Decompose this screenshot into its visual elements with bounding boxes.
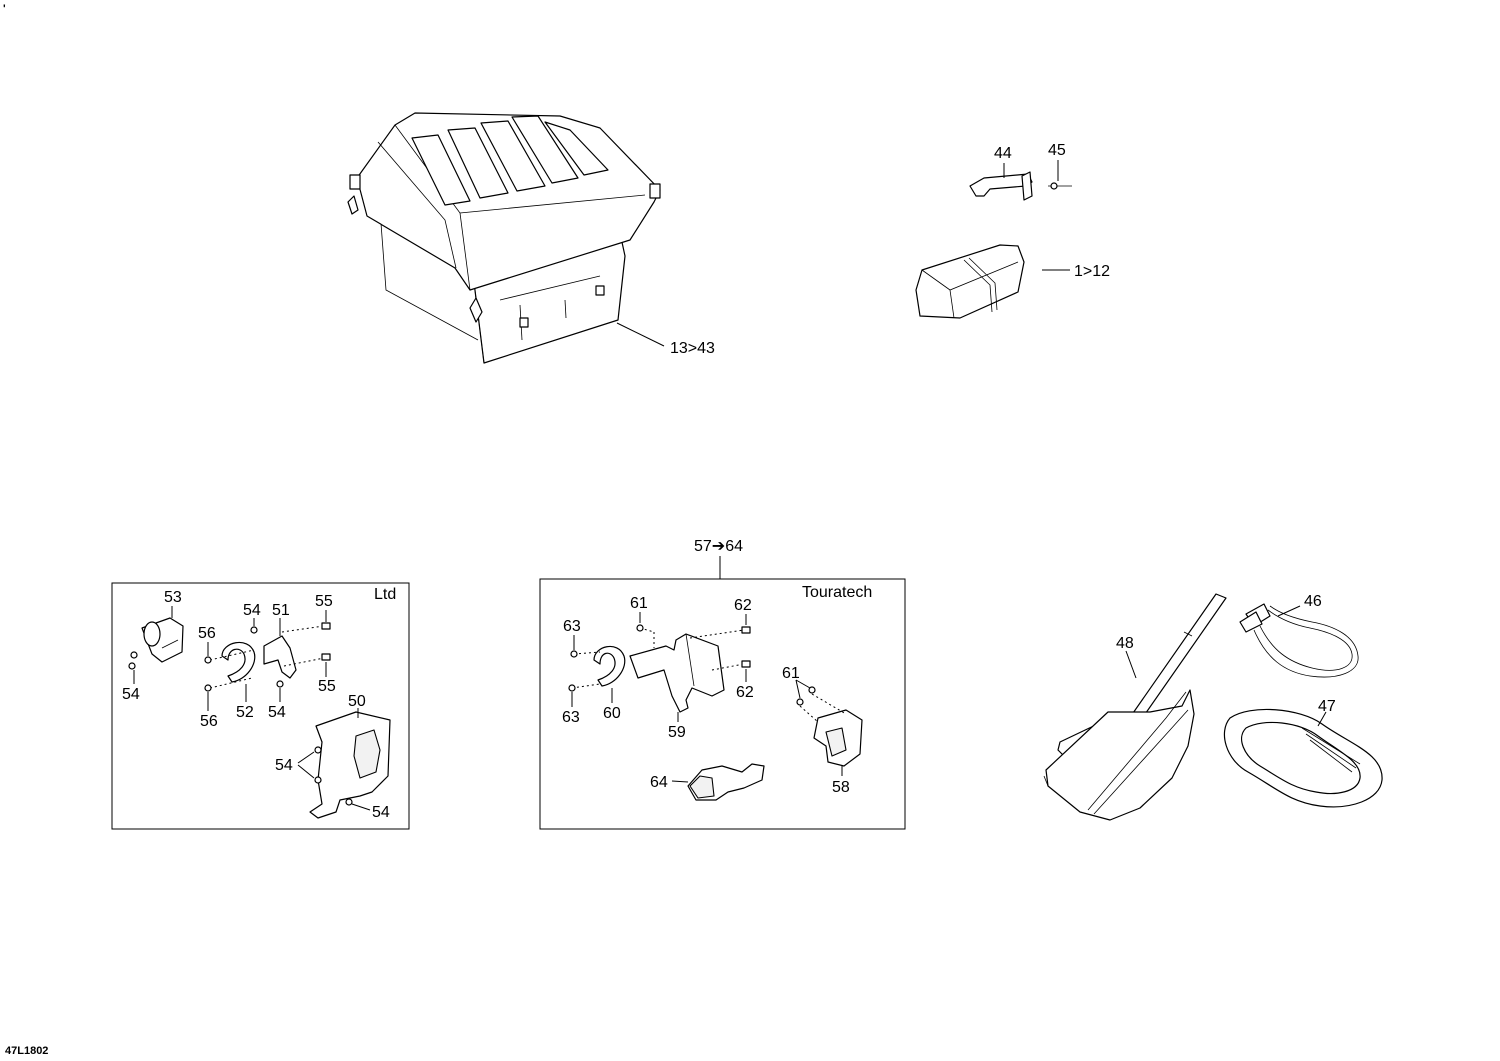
- nut-icon: [276, 680, 284, 688]
- guide-line: [209, 677, 253, 689]
- callout-52: 52: [236, 704, 254, 721]
- callout-51: 51: [272, 602, 290, 619]
- shovel-48-illustration: [1043, 593, 1227, 821]
- bag-frame-47-illustration: [1223, 708, 1383, 808]
- leader-64: [671, 780, 689, 783]
- callout-60: 60: [603, 705, 621, 722]
- guide-line: [799, 705, 819, 723]
- nut-icon: [314, 746, 322, 754]
- guide-line: [811, 693, 847, 715]
- nut-icon: [204, 656, 212, 664]
- callout-54-mid: 54: [268, 704, 286, 721]
- callout-1-12: 1>12: [1074, 263, 1110, 280]
- callout-44: 44: [994, 145, 1012, 162]
- figure-code: 47L1802: [5, 1045, 48, 1057]
- screw-icon: [321, 622, 331, 630]
- guide-line: [283, 657, 325, 667]
- callout-62-bottom: 62: [736, 684, 754, 701]
- nut-icon: [808, 686, 816, 694]
- callout-55-top: 55: [315, 593, 333, 610]
- cargo-strap-46-illustration: [1239, 603, 1359, 678]
- nut-icon: [796, 698, 804, 706]
- nut-icon: [570, 650, 578, 658]
- leader-46: [1277, 605, 1301, 617]
- guide-line: [281, 625, 325, 633]
- callout-58: 58: [832, 779, 850, 796]
- leader-54-pair-a: [297, 751, 315, 764]
- nut-icon: [128, 662, 136, 670]
- leader-61-right-b: [795, 679, 801, 699]
- touratech-range-label: 57➔64: [694, 538, 743, 555]
- callout-61-top: 61: [630, 595, 648, 612]
- touratech-group-label: Touratech: [802, 584, 872, 601]
- nut-icon: [314, 776, 322, 784]
- callout-64: 64: [650, 774, 668, 791]
- mount-clamp-53-illustration: [141, 617, 184, 663]
- nut-icon: [250, 626, 258, 634]
- clip-60-illustration: [593, 645, 626, 687]
- callout-59: 59: [668, 724, 686, 741]
- callout-13-43: 13>43: [670, 340, 715, 357]
- callout-63-top: 63: [563, 618, 581, 635]
- callout-50: 50: [348, 693, 366, 710]
- screw-icon: [741, 660, 751, 668]
- leader-48: [1125, 650, 1137, 679]
- nut-icon: [568, 684, 576, 692]
- corner-mark: ': [3, 3, 6, 15]
- nut-icon: [130, 651, 138, 659]
- bracket-59-illustration: [629, 633, 725, 713]
- screw-icon: [741, 626, 751, 634]
- callout-63-bottom: 63: [562, 709, 580, 726]
- nut-icon: [636, 624, 644, 632]
- leader-54-bottom: [351, 803, 371, 811]
- seat-pad-illustration: [915, 244, 1025, 319]
- callout-54-top: 54: [243, 602, 261, 619]
- leader-61-right-a: [795, 679, 811, 689]
- callout-56-top: 56: [198, 625, 216, 642]
- storage-case-illustration: [347, 112, 661, 364]
- guide-line: [571, 683, 601, 689]
- screw-icon: [321, 653, 331, 661]
- touratech-group-frame: [539, 578, 906, 830]
- callout-47: 47: [1318, 698, 1336, 715]
- bracket-51-illustration: [263, 635, 297, 679]
- guide-line: [573, 651, 601, 655]
- callout-54-bottom: 54: [372, 804, 390, 821]
- nut-icon: [204, 684, 212, 692]
- callout-54-left: 54: [122, 686, 140, 703]
- callout-45: 45: [1048, 142, 1066, 159]
- callout-62-top: 62: [734, 597, 752, 614]
- guide-line: [711, 663, 745, 671]
- callout-46: 46: [1304, 593, 1322, 610]
- nut-icon: [345, 798, 353, 806]
- callout-56-bottom: 56: [200, 713, 218, 730]
- leader-54-pair-b: [297, 764, 315, 779]
- strap-64-illustration: [687, 763, 765, 801]
- guide-line: [689, 629, 745, 639]
- callout-54-pair: 54: [275, 757, 293, 774]
- bracket-44-illustration: [969, 171, 1033, 201]
- callout-55-bottom: 55: [318, 678, 336, 695]
- mount-58-illustration: [813, 709, 863, 767]
- ltd-group-frame: [111, 582, 410, 830]
- leader-47: [1317, 711, 1327, 727]
- clip-52-illustration: [221, 641, 256, 683]
- callout-53: 53: [164, 589, 182, 606]
- leader-13-43: [616, 322, 665, 347]
- callout-61-right: 61: [782, 665, 800, 682]
- callout-48: 48: [1116, 635, 1134, 652]
- mounting-plate-50-illustration: [309, 711, 391, 819]
- rivet-45-illustration: [1048, 182, 1072, 190]
- ltd-group-label: Ltd: [374, 586, 396, 603]
